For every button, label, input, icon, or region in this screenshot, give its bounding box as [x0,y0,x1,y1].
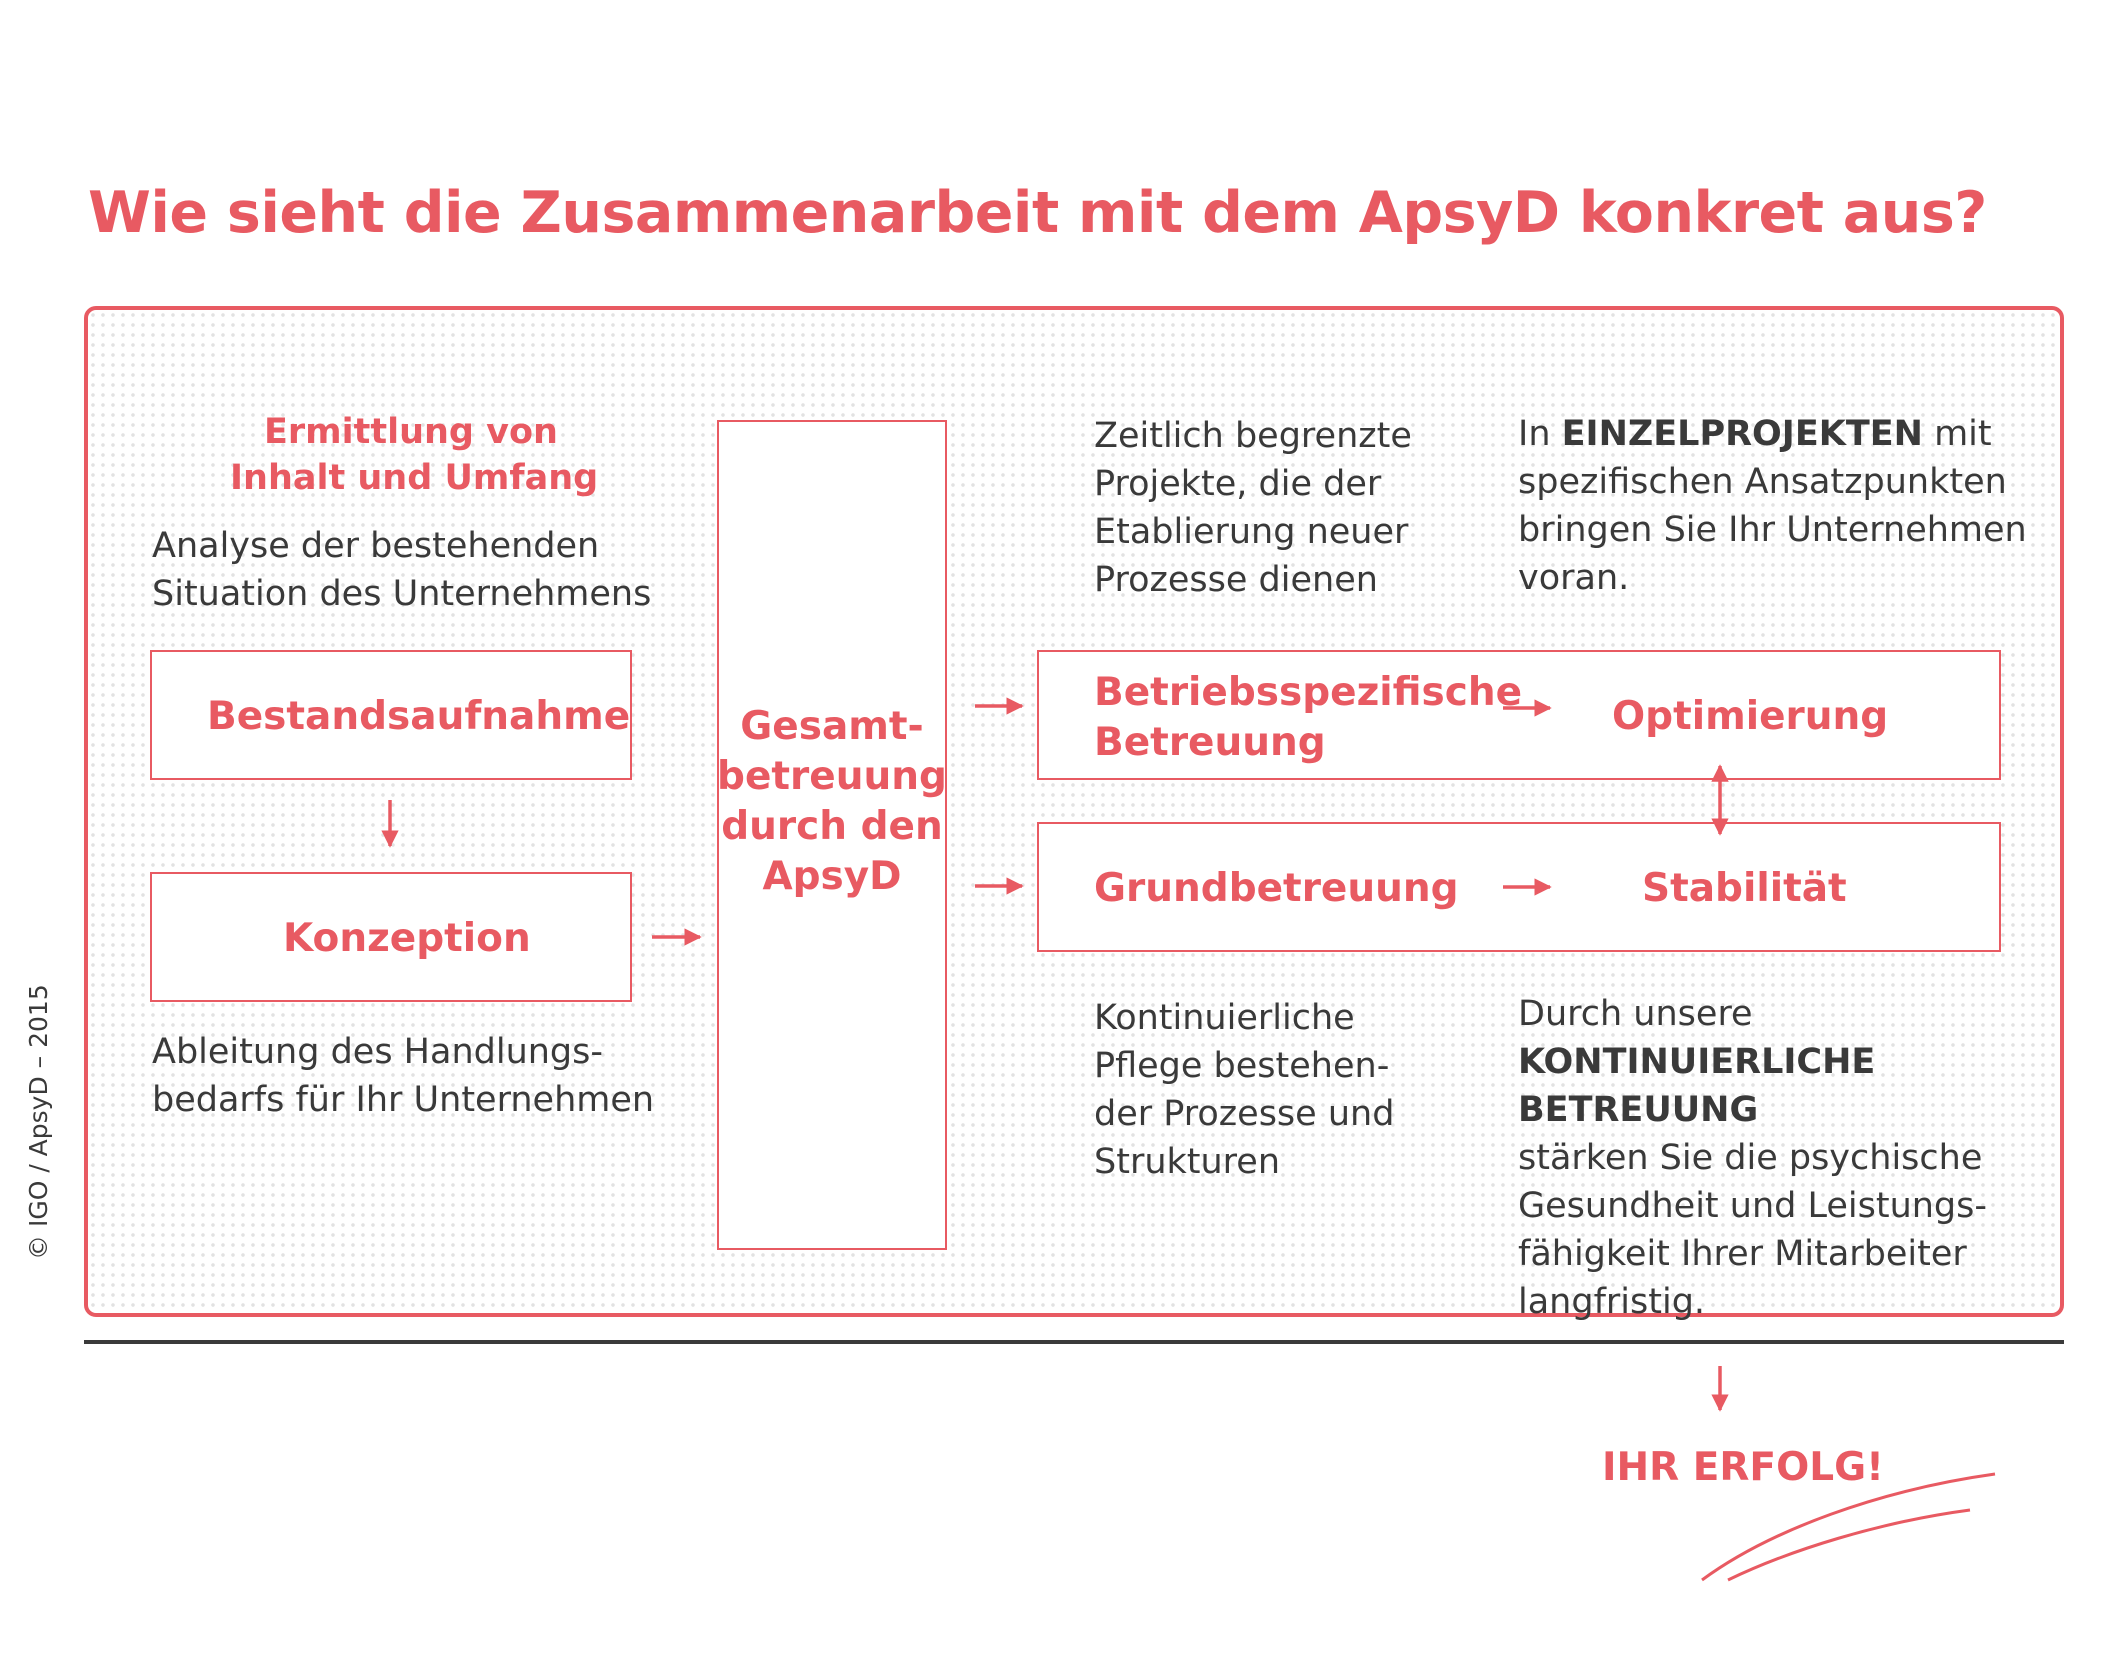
kontinuierliche-pflege-text: Kontinuierliche Pflege bestehen- der Pro… [1094,998,1395,1182]
betriebsspezifisch-row-box [1037,650,2001,780]
gesamtbetreuung-box [717,420,947,1250]
left-description: Analyse der bestehenden Situation des Un… [152,526,652,614]
left-heading-line2: Inhalt und Umfang [230,458,599,498]
einzelprojekte-text: In EINZELPROJEKTEN mit spezifischen Ansa… [1518,410,2038,602]
bestandsaufnahme-box [150,650,632,780]
gesamtbetreuung-line4: ApsyD [762,854,902,899]
bestandsaufnahme-label: Bestandsaufnahme [207,694,631,739]
gesamtbetreuung-line3: durch den [721,804,943,849]
konzeption-label: Konzeption [283,916,531,961]
konzeption-box [150,872,632,1002]
einzel-bold: EINZELPROJEKTEN [1561,414,1923,454]
kontinuierliche-betreuung-text: Durch unsere KONTINUIERLICHE BETREUUNG s… [1518,990,2038,1326]
einzel-prefix: In [1518,414,1562,454]
stabilitaet-label: Stabilität [1642,866,1847,911]
grundbetreuung-label: Grundbetreuung [1094,866,1459,911]
gesamtbetreuung-line1: Gesamt- [740,704,924,749]
optimierung-label: Optimierung [1612,694,1889,739]
result-swoosh [1701,1472,1996,1582]
baseline-rule [84,1340,2064,1344]
kontinuierlich-prefix: Durch unsere [1518,994,1753,1034]
page-title: Wie sieht die Zusammenarbeit mit dem Aps… [88,180,1987,246]
gesamtbetreuung-line2: betreuung [717,754,947,799]
betriebsspezifisch-line1: Betriebsspezifische [1094,670,1523,715]
einzel-suffix: mit spezifischen Ansatzpunkten bringen S… [1518,414,2027,598]
result-label: IHR ERFOLG! [1602,1445,1884,1490]
betriebsspezifisch-line2: Betreuung [1094,720,1326,765]
diagram-panel [84,306,2064,1317]
projekte-text: Zeitlich begrenzte Projekte, die der Eta… [1094,416,1412,600]
kontinuierlich-suffix: stärken Sie die psychische Gesundheit un… [1518,1138,1988,1322]
left-footer: Ableitung des Handlungs- bedarfs für Ihr… [152,1032,655,1120]
left-heading-line1: Ermittlung von [264,412,558,452]
kontinuierlich-bold: KONTINUIERLICHE BETREUUNG [1518,1042,1876,1130]
